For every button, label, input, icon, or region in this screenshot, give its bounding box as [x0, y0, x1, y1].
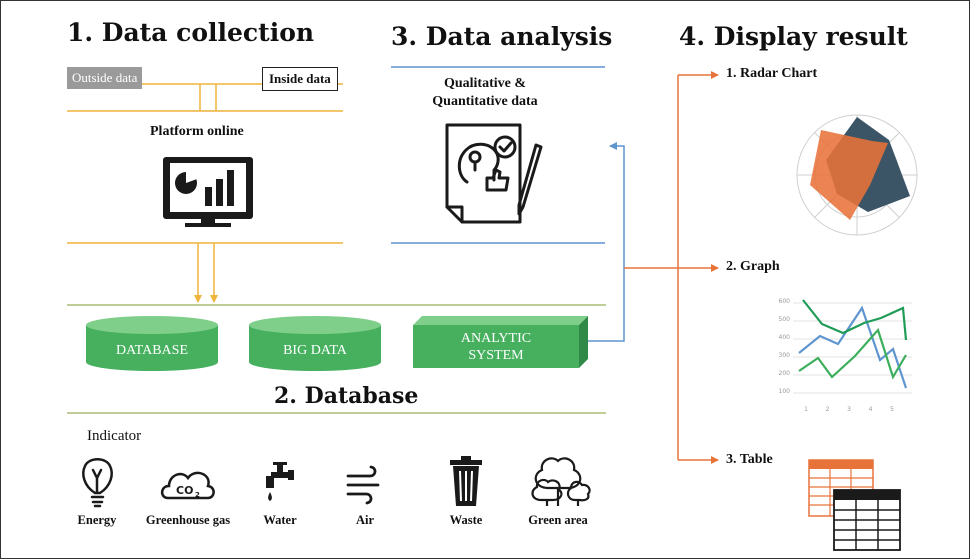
graph-y-tick: 200: [778, 370, 790, 377]
section-title-collection: 1. Data collection: [67, 18, 315, 47]
indicator-label-energy: Energy: [77, 513, 117, 527]
table-icon: [808, 459, 901, 551]
indicator-title: Indicator: [87, 428, 142, 444]
result-arrows: [624, 71, 719, 464]
database-lines: [67, 304, 606, 414]
graph-y-tick: 500: [778, 316, 790, 323]
trees-icon: [531, 457, 591, 506]
graph-x-tick: 4: [868, 406, 873, 413]
platform-online-label: Platform online: [150, 124, 244, 139]
graph-x-tick: 1: [804, 406, 808, 413]
bigdata-cylinder: [249, 316, 381, 371]
result-label-radar: 1. Radar Chart: [726, 66, 818, 81]
section-title-database: 2. Database: [274, 383, 419, 409]
graph-y-tick: 600: [778, 298, 790, 305]
lightbulb-icon: [82, 458, 113, 508]
monitor-chart-icon: [163, 157, 253, 227]
graph-x-tick: 3: [847, 406, 851, 413]
indicator-label-air: Air: [355, 513, 375, 527]
analysis-label-line1: Qualitative &: [443, 76, 527, 91]
analysis-document-icon: [445, 123, 543, 224]
analytic-label-line2: SYSTEM: [468, 348, 524, 363]
database-cylinder: [86, 316, 218, 371]
section-title-display: 4. Display result: [679, 22, 908, 51]
graph-y-tick: 300: [778, 352, 790, 359]
indicator-label-water: Water: [263, 513, 297, 527]
result-label-table: 3. Table: [726, 452, 773, 467]
outside-data-label: Outside data: [67, 67, 143, 89]
analysis-lines: [391, 66, 625, 342]
co2-cloud-icon: CO 2: [160, 471, 215, 500]
bigdata-label: BIG DATA: [283, 343, 347, 358]
analytic-label-line1: ANALYTIC: [460, 331, 532, 346]
wind-icon: [346, 465, 380, 505]
inside-data-label: Inside data: [262, 67, 338, 91]
database-label: DATABASE: [116, 343, 188, 358]
svg-text:2: 2: [195, 491, 200, 499]
indicator-label-waste: Waste: [449, 513, 483, 527]
radar-chart-icon: [796, 114, 918, 236]
water-tap-icon: [266, 462, 294, 501]
analytic-system-box: [413, 316, 588, 368]
trash-bin-icon: [450, 456, 482, 506]
graph-x-tick: 2: [825, 406, 830, 413]
analysis-label-line2: Quantitative data: [432, 94, 538, 109]
indicator-label-greenhouse-gas: Greenhouse gas: [145, 513, 231, 527]
graph-y-tick: 100: [778, 388, 790, 395]
line-graph-icon: [793, 299, 912, 394]
graph-y-tick: 400: [778, 334, 790, 341]
result-label-graph: 2. Graph: [726, 259, 780, 274]
graph-x-tick: 5: [890, 406, 894, 413]
indicator-label-green-area: Green area: [528, 513, 588, 527]
section-title-analysis: 3. Data analysis: [391, 22, 613, 51]
svg-text:CO: CO: [176, 484, 193, 497]
